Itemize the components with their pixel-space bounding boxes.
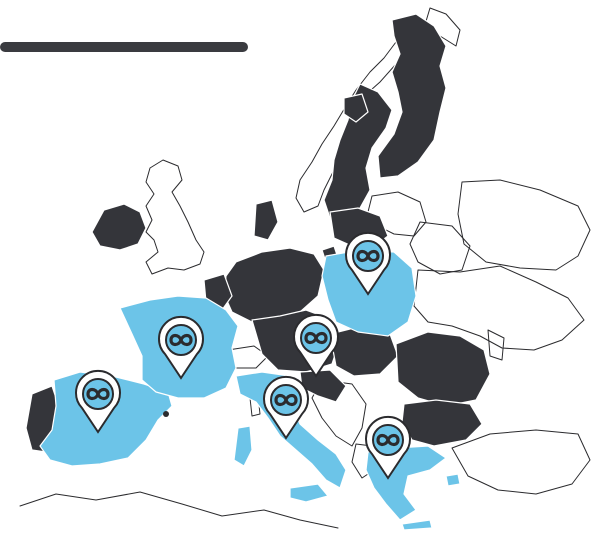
country-denmark (253, 199, 279, 241)
pin-poland[interactable] (345, 231, 391, 296)
infinity-icon (169, 333, 193, 347)
country-russia (457, 179, 591, 271)
country-ireland (91, 203, 147, 251)
island-sicily (289, 483, 329, 503)
infinity-icon (304, 331, 328, 345)
pin-france[interactable] (158, 315, 204, 380)
infinity-icon (376, 433, 400, 447)
pin-italy[interactable] (263, 375, 309, 440)
north-africa-coast (19, 491, 339, 529)
country-turkey (451, 429, 591, 495)
country-norway-north (343, 93, 369, 123)
header-bar (0, 42, 248, 52)
pin-austria-czech[interactable] (293, 313, 339, 378)
island-crete (401, 519, 433, 531)
country-moldova (487, 329, 505, 361)
infinity-icon (86, 387, 110, 401)
balearic-dot (163, 411, 169, 417)
country-finland (377, 13, 447, 179)
island-sardinia (233, 425, 253, 467)
country-bulgaria (401, 399, 483, 447)
country-ukraine (413, 265, 585, 351)
infinity-icon (356, 249, 380, 263)
pin-portugal-spain[interactable] (75, 369, 121, 434)
pin-greece-bulgaria[interactable] (365, 415, 411, 480)
infinity-icon (274, 393, 298, 407)
island-cyprus-area (445, 473, 461, 487)
country-romania (395, 331, 491, 407)
country-western-balkans (311, 379, 367, 447)
map-pins (75, 231, 411, 480)
country-great-britain (145, 159, 205, 275)
